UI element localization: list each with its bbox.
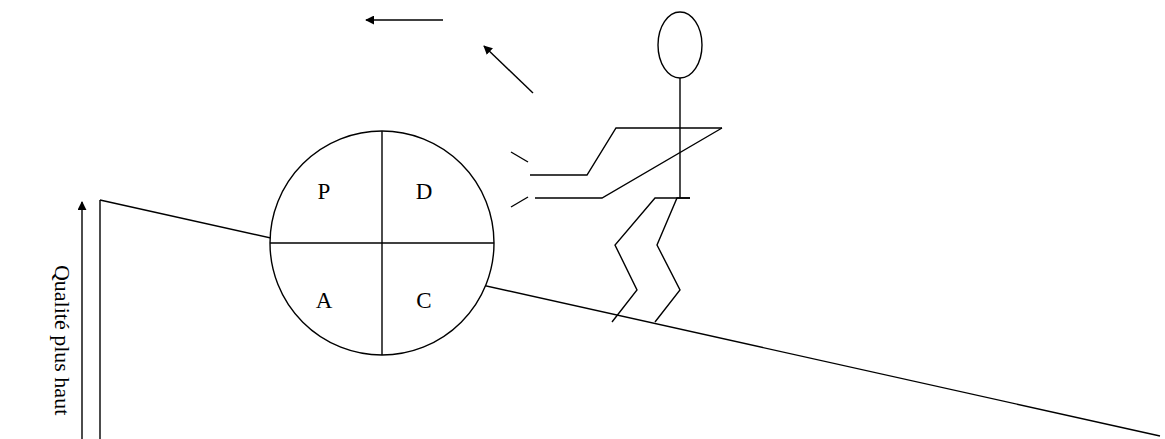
quadrant-letter: P: [318, 180, 331, 203]
axis-label: Qualité plus haut: [50, 263, 74, 417]
stick-figure: [511, 12, 722, 322]
pdca-wheel: P D A C: [269, 130, 495, 356]
quadrant-letter: D: [416, 180, 433, 203]
quadrant-letter: A: [316, 289, 333, 312]
slope-edge: [99, 200, 100, 439]
wheel-outline: [269, 130, 495, 356]
slope-line: [100, 200, 1160, 436]
rotation-arrow: [484, 46, 533, 93]
quadrant-letter: C: [416, 289, 431, 312]
quality-axis-arrow: [81, 202, 82, 439]
motion-arrow: [366, 19, 443, 20]
